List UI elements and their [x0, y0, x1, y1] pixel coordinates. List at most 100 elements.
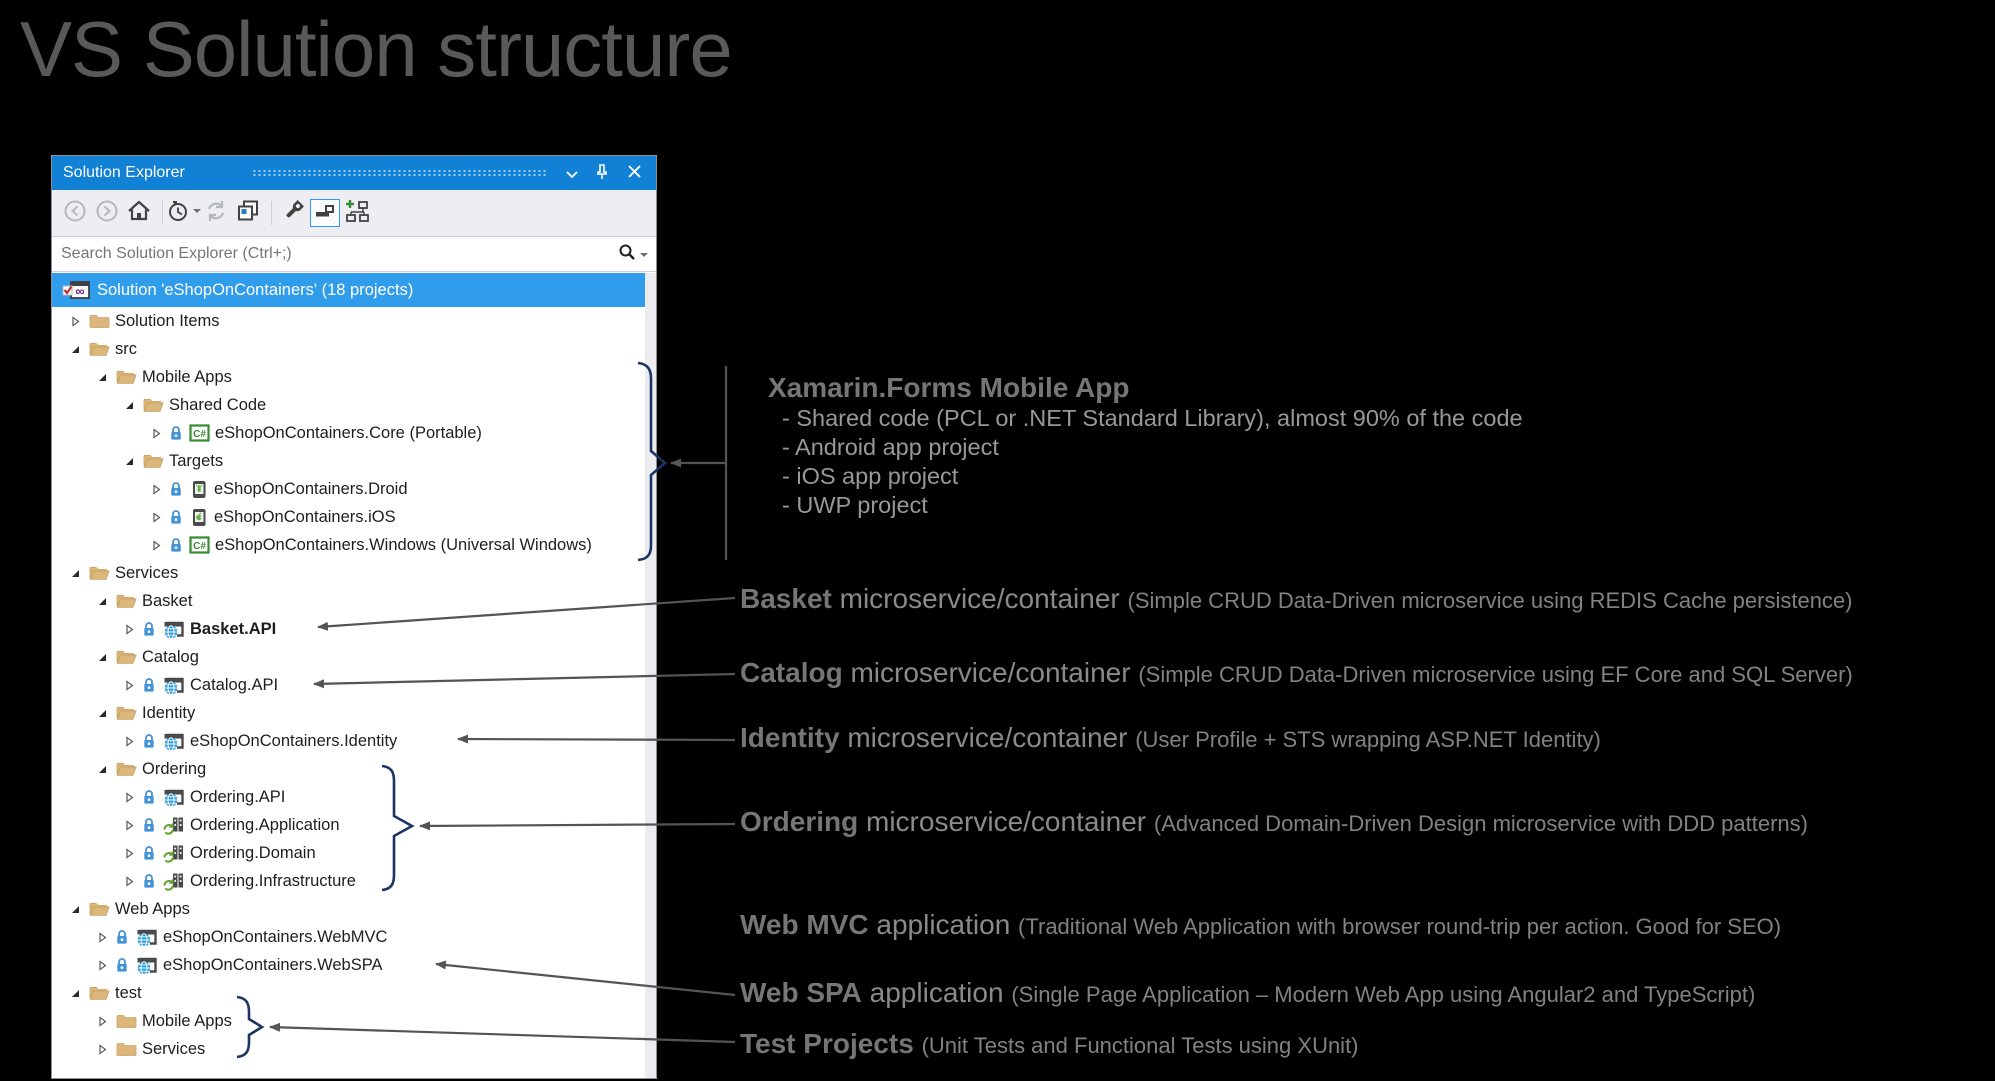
solution-explorer-panel: Solution Explorer — [51, 155, 657, 1079]
tree-row[interactable]: test — [52, 979, 656, 1007]
expander-collapsed-icon[interactable] — [123, 819, 135, 831]
tree-row[interactable]: Targets — [52, 447, 656, 475]
tree-item-label: Basket — [142, 591, 193, 610]
auto-hide-pin-button[interactable] — [590, 163, 614, 185]
show-all-files-button[interactable] — [342, 199, 372, 227]
tree-row[interactable]: C#eShopOnContainers.Core (Portable) — [52, 419, 656, 447]
tree-row[interactable]: Ordering.API — [52, 783, 656, 811]
expander-expanded-icon[interactable] — [123, 400, 135, 411]
preview-selected-items-icon — [312, 198, 338, 229]
callout-basket: Basket microservice/container (Simple CR… — [740, 583, 1853, 615]
web-icon — [135, 928, 158, 947]
expander-collapsed-icon[interactable] — [123, 791, 135, 803]
expander-expanded-icon[interactable] — [69, 904, 81, 915]
tree-row[interactable]: Mobile Apps — [52, 1007, 656, 1035]
annotation-xamarin-bullet: - iOS app project — [782, 463, 959, 489]
tree-row[interactable]: Services — [52, 1035, 656, 1063]
expander-collapsed-icon[interactable] — [150, 511, 162, 523]
expander-collapsed-icon[interactable] — [123, 679, 135, 691]
tree-row[interactable]: Ordering.Infrastructure — [52, 867, 656, 895]
tree-row-solution[interactable]: ∞Solution 'eShopOnContainers' (18 projec… — [52, 273, 656, 307]
tree-row[interactable]: Web Apps — [52, 895, 656, 923]
expander-collapsed-icon[interactable] — [96, 1043, 108, 1055]
lock-icon — [142, 873, 156, 889]
home-button[interactable] — [124, 199, 154, 227]
expander-collapsed-icon[interactable] — [123, 847, 135, 859]
tree-row[interactable]: Basket.API — [52, 615, 656, 643]
properties-window-button[interactable] — [233, 199, 263, 227]
callout-paren: (User Profile + STS wrapping ASP.NET Ide… — [1135, 727, 1601, 752]
expander-collapsed-icon[interactable] — [96, 959, 108, 971]
preview-selected-items-button[interactable] — [310, 199, 340, 227]
properties-button[interactable] — [278, 199, 308, 227]
tree-item-label: Catalog — [142, 647, 199, 666]
tree-row[interactable]: Catalog — [52, 643, 656, 671]
close-panel-button[interactable] — [622, 163, 646, 185]
sync-with-active-document-button[interactable] — [201, 199, 231, 227]
tree-row[interactable]: Ordering.Domain — [52, 839, 656, 867]
callout-paren: (Traditional Web Application with browse… — [1018, 914, 1782, 939]
folder-open-icon — [143, 453, 164, 469]
expander-collapsed-icon[interactable] — [69, 315, 81, 327]
expander-expanded-icon[interactable] — [96, 372, 108, 383]
expander-collapsed-icon[interactable] — [123, 875, 135, 887]
switch-views-icon — [165, 198, 203, 229]
tree-row[interactable]: eShopOnContainers.WebMVC — [52, 923, 656, 951]
expander-collapsed-icon[interactable] — [150, 483, 162, 495]
panel-titlebar[interactable]: Solution Explorer — [52, 156, 656, 190]
expander-expanded-icon[interactable] — [69, 568, 81, 579]
tree-row[interactable]: Ordering.Application — [52, 811, 656, 839]
expander-collapsed-icon[interactable] — [96, 931, 108, 943]
annotation-xamarin: Xamarin.Forms Mobile App - Shared code (… — [768, 372, 1523, 520]
expander-collapsed-icon[interactable] — [123, 735, 135, 747]
tree-row[interactable]: Services — [52, 559, 656, 587]
folder-open-icon — [89, 341, 110, 357]
tree-row[interactable]: C#eShopOnContainers.Windows (Universal W… — [52, 531, 656, 559]
window-position-menu-button[interactable] — [560, 163, 584, 185]
callout-lead: Web SPA — [740, 977, 862, 1008]
tree-row[interactable]: Shared Code — [52, 391, 656, 419]
callout-paren: (Single Page Application – Modern Web Ap… — [1011, 982, 1756, 1007]
expander-collapsed-icon[interactable] — [123, 623, 135, 635]
tree-row[interactable]: eShopOnContainers.Identity — [52, 727, 656, 755]
switch-views-button[interactable] — [169, 199, 201, 227]
search-input[interactable] — [52, 244, 617, 264]
page-title: VS Solution structure — [20, 5, 733, 93]
web-icon — [162, 788, 185, 807]
back-button[interactable] — [60, 199, 90, 227]
tree-row[interactable]: src — [52, 335, 656, 363]
expander-expanded-icon[interactable] — [96, 596, 108, 607]
expander-collapsed-icon[interactable] — [150, 427, 162, 439]
folder-closed-icon — [89, 313, 110, 329]
expander-expanded-icon[interactable] — [69, 988, 81, 999]
scrollbar-track[interactable] — [645, 273, 656, 1078]
folder-closed-icon — [116, 1013, 137, 1029]
tree-row[interactable]: eShopOnContainers.WebSPA — [52, 951, 656, 979]
tree-row[interactable]: Basket — [52, 587, 656, 615]
library-icon — [162, 872, 185, 891]
tree-item-label: Ordering — [142, 759, 207, 778]
search-box[interactable] — [52, 236, 656, 272]
expander-collapsed-icon[interactable] — [96, 1015, 108, 1027]
tree-row[interactable]: eShopOnContainers.iOS — [52, 503, 656, 531]
expander-expanded-icon[interactable] — [69, 344, 81, 355]
tree-row[interactable]: Catalog.API — [52, 671, 656, 699]
tree-row[interactable]: Ordering — [52, 755, 656, 783]
web-icon — [162, 676, 185, 695]
tree-row[interactable]: Mobile Apps — [52, 363, 656, 391]
tree-row[interactable]: Identity — [52, 699, 656, 727]
expander-expanded-icon[interactable] — [96, 764, 108, 775]
tree-item-label: eShopOnContainers.WebSPA — [163, 955, 383, 974]
expander-expanded-icon[interactable] — [96, 652, 108, 663]
expander-collapsed-icon[interactable] — [150, 539, 162, 551]
forward-button[interactable] — [92, 199, 122, 227]
expander-expanded-icon[interactable] — [96, 708, 108, 719]
callout-mid: microservice/container — [831, 583, 1128, 614]
android-icon — [189, 480, 209, 499]
search-button[interactable] — [617, 242, 656, 267]
annotation-xamarin-bullet: - UWP project — [782, 492, 928, 518]
tree-row[interactable]: eShopOnContainers.Droid — [52, 475, 656, 503]
ios-icon — [189, 508, 209, 527]
tree-row[interactable]: Solution Items — [52, 307, 656, 335]
expander-expanded-icon[interactable] — [123, 456, 135, 467]
